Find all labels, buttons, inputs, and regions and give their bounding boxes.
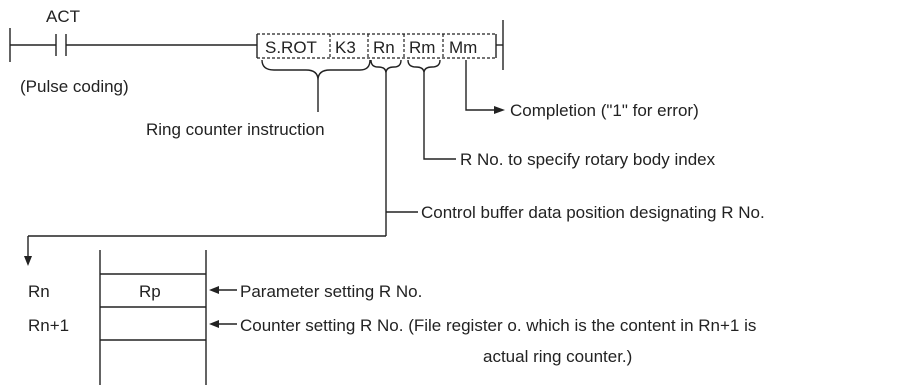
- operand-rm: Rm: [409, 38, 435, 57]
- operand-mm: Mm: [449, 38, 477, 57]
- instruction-brace: [261, 59, 371, 81]
- operand-rn: Rn: [373, 38, 395, 57]
- rm-brace: [407, 59, 441, 74]
- rn-brace: [370, 59, 402, 74]
- operand-k3: K3: [335, 38, 356, 57]
- register-table: Rn Rp Rn+1 Parameter setting R No. Count…: [28, 250, 756, 385]
- completion-callout: Completion ("1" for error): [510, 101, 699, 120]
- counter-arrowhead: [209, 320, 219, 328]
- counter-note-continuation: actual ring counter.): [483, 347, 632, 366]
- ladder-rung: ACT S.ROT K3 Rn Rm Mm (Pulse coding): [9, 7, 504, 96]
- param-arrowhead: [209, 286, 219, 294]
- instruction-box: S.ROT K3 Rn Rm Mm: [256, 33, 497, 59]
- row-label-rn-plus-1: Rn+1: [28, 316, 69, 335]
- instruction-callout: Ring counter instruction: [146, 120, 325, 139]
- callouts: Ring counter instruction Completion ("1"…: [24, 59, 765, 266]
- instruction-mnemonic: S.ROT: [265, 38, 317, 57]
- counter-note: Counter setting R No. (File register o. …: [240, 316, 756, 335]
- row-label-rn: Rn: [28, 282, 50, 301]
- down-arrowhead: [24, 256, 32, 266]
- completion-leader-line: [465, 60, 496, 111]
- cell-rp: Rp: [139, 282, 161, 301]
- rotary-index-leader-line: [423, 73, 456, 160]
- control-buffer-callout: Control buffer data position designating…: [421, 203, 765, 222]
- rotary-index-callout: R No. to specify rotary body index: [460, 150, 716, 169]
- pulse-coding-note: (Pulse coding): [20, 77, 129, 96]
- parameter-note: Parameter setting R No.: [240, 282, 422, 301]
- contact-label: ACT: [46, 7, 80, 26]
- completion-arrowhead: [494, 106, 505, 114]
